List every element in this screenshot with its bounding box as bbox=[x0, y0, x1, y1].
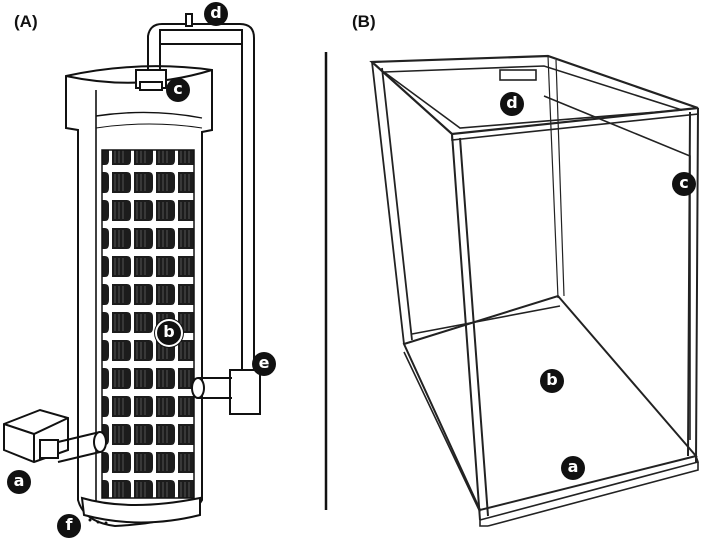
panel-a-marker-d: d bbox=[204, 2, 228, 26]
panel-b-marker-b: b bbox=[540, 369, 564, 393]
panel-a-marker-a: a bbox=[7, 470, 31, 494]
panel-b-marker-a: a bbox=[561, 456, 585, 480]
panel-a-marker-e: e bbox=[252, 352, 276, 376]
panel-a-marker-b: b bbox=[157, 321, 181, 345]
panel-a-marker-c: c bbox=[166, 78, 190, 102]
panel-b-tank bbox=[369, 54, 700, 527]
panel-a-piping bbox=[3, 13, 261, 464]
panel-a-column bbox=[65, 65, 213, 528]
panel-b-label: (B) bbox=[352, 12, 376, 31]
panel-a-label: (A) bbox=[14, 12, 38, 31]
panel-b-marker-c: c bbox=[672, 172, 696, 196]
panel-a-marker-f: f bbox=[57, 514, 81, 538]
panel-b-marker-d: d bbox=[500, 92, 524, 116]
